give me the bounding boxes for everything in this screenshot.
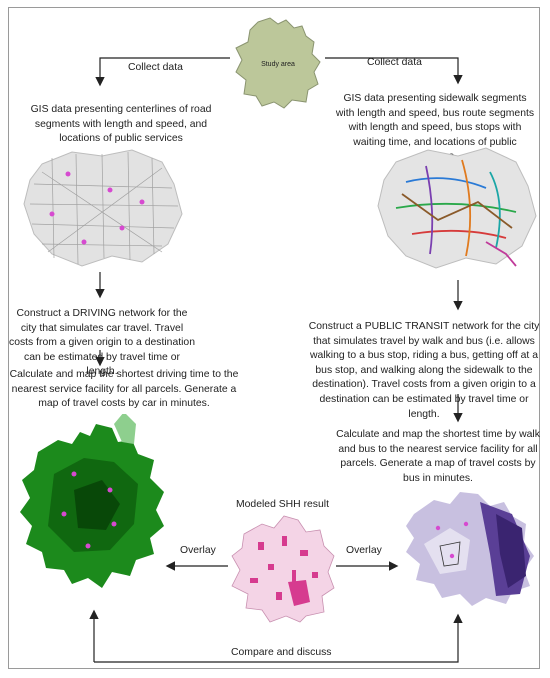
road-network-map [23, 149, 183, 267]
driving-time-map [20, 414, 164, 588]
arrow-collect-right [325, 57, 463, 85]
study-area-shape [235, 17, 321, 109]
collect-data-left-label: Collect data [128, 62, 183, 73]
collect-data-right-label: Collect data [367, 57, 422, 68]
shh-result-map [231, 515, 335, 623]
overlay-left-label: Overlay [180, 545, 216, 556]
study-area-map: Study area [235, 17, 321, 109]
compare-discuss-label: Compare and discuss [231, 647, 332, 658]
left-network-text: Construct a DRIVING network for the city… [9, 308, 195, 378]
study-area-label: Study area [261, 61, 295, 68]
left-gis-text: GIS data presenting centerlines of road … [30, 104, 212, 145]
left-result-text: Calculate and map the shortest driving t… [9, 369, 239, 410]
right-network-text: Construct a PUBLIC TRANSIT network for t… [308, 321, 540, 420]
right-result-text: Calculate and map the shortest time by w… [336, 429, 540, 484]
bus-time-map [406, 492, 534, 606]
transit-network-map [377, 147, 537, 269]
overlay-right-label: Overlay [346, 545, 382, 556]
diagram-frame [8, 7, 540, 669]
shh-result-title: Modeled SHH result [236, 499, 329, 510]
arrow-collect-left [95, 57, 230, 87]
